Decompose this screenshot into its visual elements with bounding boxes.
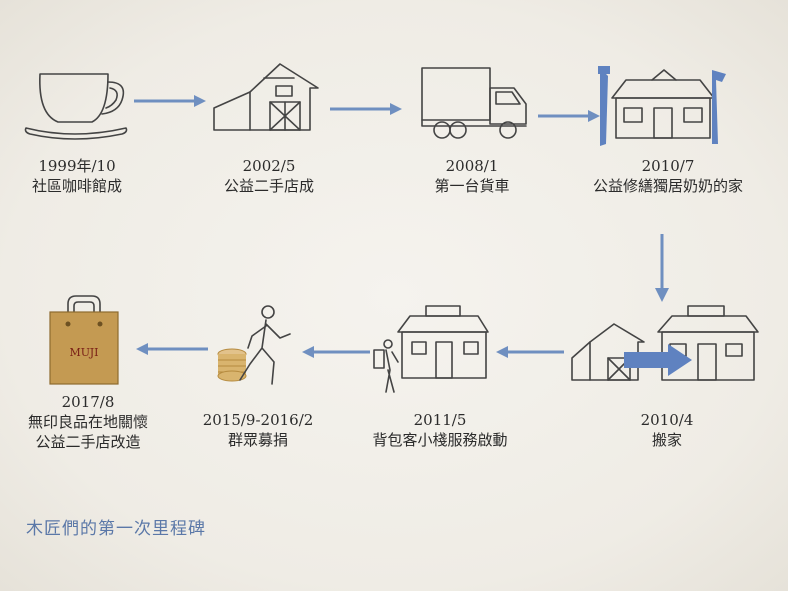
moving-house-icon [571,305,759,381]
milestone-2-date: 2002/5 [242,157,296,175]
milestone-2-label: 2002/5 公益二手店成 [208,156,330,196]
milestone-4-date: 2010/7 [641,157,695,175]
milestone-4-label: 2010/7 公益修繕獨居奶奶的家 [570,156,766,196]
slide-caption: 木匠們的第一次里程碑 [26,519,206,539]
arrow-right-icon [538,110,600,122]
milestone-1-label: 1999年/10 社區咖啡館成 [20,156,134,196]
shopping-bag-icon [49,295,119,385]
arrow-right-icon [330,103,402,115]
arrow-down-icon [655,234,669,302]
milestone-3-date: 2008/1 [445,157,499,175]
milestone-1-date: 1999年/10 [38,157,116,175]
milestone-5-desc: 搬家 [651,431,682,449]
hostel-backpacker-icon [373,305,489,393]
milestone-6-label: 2011/5 背包客小棧服務啟動 [356,410,524,450]
milestone-2-desc: 公益二手店成 [223,177,314,195]
milestone-6-desc: 背包客小棧服務啟動 [372,431,508,449]
milestone-7-date: 2015/9-2016/2 [202,411,314,429]
muji-logo: MUJI [69,346,99,359]
milestone-8-desc: 無印良品在地關懷 公益二手店改造 [27,413,148,451]
milestone-5-label: 2010/4 搬家 [610,410,724,450]
arrow-right-icon [134,95,206,107]
milestone-7-desc: 群眾募捐 [227,431,288,449]
arrow-left-icon [136,343,208,355]
milestone-4-desc: 公益修繕獨居奶奶的家 [592,177,743,195]
milestone-3-desc: 第一台貨車 [434,177,510,195]
truck-icon [421,67,527,139]
milestone-3-label: 2008/1 第一台貨車 [414,156,530,196]
milestone-8-label: 2017/8 無印良品在地關懷 公益二手店改造 [8,392,168,452]
milestone-7-label: 2015/9-2016/2 群眾募捐 [188,410,328,450]
milestone-1-desc: 社區咖啡館成 [31,177,122,195]
milestone-5-date: 2010/4 [640,411,694,429]
coffee-cup-icon [24,73,128,140]
arrow-left-icon [302,346,370,358]
barn-store-icon [213,63,319,131]
house-repair-icon [598,66,726,146]
runner-coins-icon [217,305,291,385]
milestone-8-date: 2017/8 [61,393,115,411]
arrow-left-icon [496,346,564,358]
milestone-6-date: 2011/5 [413,411,467,429]
